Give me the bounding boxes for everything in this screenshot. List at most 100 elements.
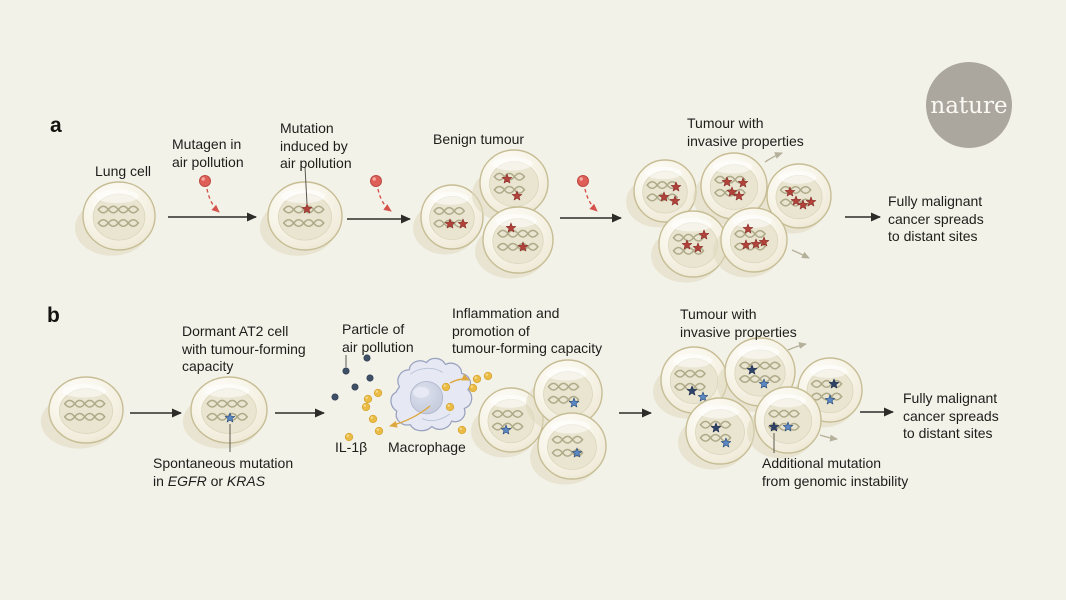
il1b-molecule-icon bbox=[445, 402, 455, 412]
mutation-star-icon bbox=[457, 218, 469, 229]
il1b-molecule-icon bbox=[441, 382, 451, 392]
mutation-star-icon bbox=[698, 229, 710, 240]
mutation-star-icon bbox=[733, 190, 745, 201]
il1b-molecule-icon bbox=[468, 383, 478, 393]
mutagen-action-arrow bbox=[206, 188, 220, 213]
mutation-star-icon bbox=[805, 196, 817, 207]
label-fully-malignant-b: Fully malignant cancer spreads to distan… bbox=[903, 390, 999, 442]
mutagen-action-arrow bbox=[584, 188, 598, 212]
mutation-star-icon bbox=[658, 191, 670, 202]
label-mutagen: Mutagen in air pollution bbox=[172, 136, 244, 170]
pollution-particle-icon bbox=[351, 383, 359, 391]
pointer-line bbox=[304, 166, 308, 205]
mutation-star-icon bbox=[768, 421, 780, 432]
cell bbox=[626, 159, 697, 228]
panel-a-letter: a bbox=[50, 114, 62, 137]
pollution-particle-icon bbox=[366, 374, 374, 382]
mutation-star-icon bbox=[824, 394, 836, 405]
mutagen-particle-icon bbox=[370, 175, 382, 187]
label-tumour-invasive-a: Tumour with invasive properties bbox=[687, 115, 804, 149]
label-dormant-at2: Dormant AT2 cell with tumour-forming cap… bbox=[182, 323, 306, 375]
invasion-arrow bbox=[819, 434, 838, 442]
gene-kras: KRAS bbox=[226, 472, 266, 489]
mutation-star-icon bbox=[505, 222, 517, 233]
cell bbox=[182, 376, 268, 449]
mutation-star-icon bbox=[746, 364, 758, 375]
invasion-arrow bbox=[791, 249, 810, 259]
mutation-star-icon bbox=[517, 241, 529, 252]
mutation-star-icon bbox=[686, 385, 698, 396]
mutation-star-icon bbox=[710, 422, 722, 433]
mutation-star-icon bbox=[444, 218, 456, 229]
mutagen-particle-icon bbox=[577, 175, 589, 187]
cell bbox=[40, 376, 124, 449]
nature-logo: nature bbox=[926, 62, 1012, 148]
label-fully-malignant-a: Fully malignant cancer spreads to distan… bbox=[888, 193, 984, 245]
nature-logo-circle bbox=[926, 62, 1012, 148]
mutation-star-icon bbox=[669, 195, 681, 206]
cell bbox=[74, 181, 156, 256]
mutation-star-icon bbox=[750, 238, 762, 249]
cell bbox=[529, 412, 607, 485]
mutation-star-icon bbox=[692, 242, 704, 253]
label-spontaneous-mutation: Spontaneous mutation in EGFR or KRAS bbox=[153, 455, 293, 490]
mutation-star-icon bbox=[500, 424, 512, 435]
mutation-star-icon bbox=[720, 437, 732, 448]
il1b-molecule-icon bbox=[472, 374, 482, 384]
mutation-star-icon bbox=[782, 421, 794, 432]
mutation-star-icon bbox=[568, 397, 580, 408]
macrophage-cell bbox=[390, 357, 473, 432]
il1b-molecule-icon bbox=[344, 432, 354, 442]
cell bbox=[693, 152, 768, 225]
mutation-star-icon bbox=[511, 190, 523, 201]
il1b-molecule-icon bbox=[483, 371, 493, 381]
invasion-arrow bbox=[787, 342, 807, 351]
invasion-arrow bbox=[764, 152, 783, 163]
mutation-star-icon bbox=[224, 412, 236, 423]
cell bbox=[259, 181, 343, 256]
cell bbox=[759, 163, 832, 234]
il1b-molecule-icon bbox=[457, 425, 467, 435]
label-inflammation: Inflammation and promotion of tumour-for… bbox=[452, 305, 603, 357]
il1b-molecule-icon bbox=[373, 388, 383, 398]
label-lung-cell: Lung cell bbox=[95, 163, 152, 179]
cell bbox=[413, 184, 484, 255]
cell bbox=[525, 359, 603, 432]
il1b-molecule-icon bbox=[361, 402, 371, 412]
cell bbox=[747, 386, 822, 459]
mutation-star-icon bbox=[797, 199, 809, 210]
label-additional-mutation: Additional mutation from genomic instabi… bbox=[762, 455, 909, 489]
secretion-arrow bbox=[449, 374, 470, 384]
mutation-star-icon bbox=[571, 447, 583, 458]
cell bbox=[677, 397, 755, 470]
mutation-star-icon bbox=[501, 173, 513, 184]
cell bbox=[713, 207, 788, 278]
mutagen-action-arrow bbox=[377, 188, 392, 212]
pollution-particle-icon bbox=[331, 393, 339, 401]
mutation-star-icon bbox=[737, 177, 749, 188]
mutation-star-icon bbox=[697, 391, 709, 402]
label-particle: Particle of air pollution bbox=[342, 321, 414, 355]
il1b-molecule-icon bbox=[374, 426, 384, 436]
secretion-arrow bbox=[389, 405, 431, 428]
mutation-star-icon bbox=[740, 239, 752, 250]
mutation-star-icon bbox=[670, 181, 682, 192]
mutation-star-icon bbox=[790, 195, 802, 206]
mutation-star-icon bbox=[681, 239, 693, 250]
mutation-star-icon bbox=[784, 186, 796, 197]
label-tumour-invasive-b: Tumour with invasive properties bbox=[680, 306, 797, 340]
mutation-star-icon bbox=[742, 223, 754, 234]
cell bbox=[650, 210, 728, 283]
pollution-particle-icon bbox=[342, 367, 350, 375]
il1b-molecule-icon bbox=[363, 394, 373, 404]
cell bbox=[474, 206, 554, 279]
mutation-star-icon bbox=[758, 236, 770, 247]
spontaneous-prefix: Spontaneous mutation in bbox=[153, 455, 294, 489]
cell bbox=[716, 337, 796, 412]
label-mutation-induced: Mutation induced by air pollution bbox=[280, 120, 352, 172]
label-macrophage: Macrophage bbox=[388, 439, 466, 455]
label-il1b: IL-1β bbox=[335, 439, 368, 455]
mutation-star-icon bbox=[721, 176, 733, 187]
